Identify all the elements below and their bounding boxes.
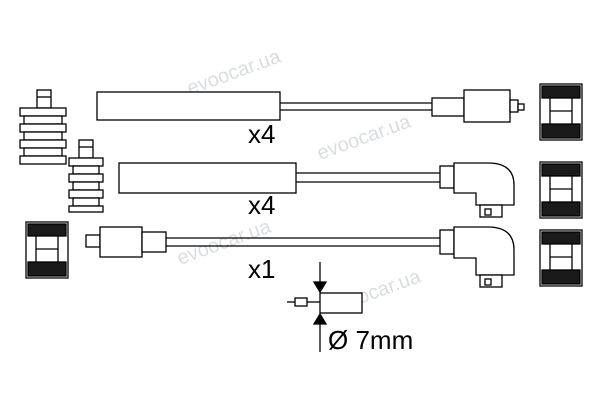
left-terminal-pin-1 <box>19 89 67 165</box>
qty-label-row-3: x1 <box>248 254 275 284</box>
qty-label-row-2: x4 <box>248 190 275 220</box>
diameter-label: Ø 7mm <box>328 325 413 355</box>
right-boot-socket-3 <box>539 229 583 287</box>
left-boot-socket <box>25 221 69 279</box>
cable-row-1 <box>96 89 525 123</box>
right-boot-socket-1 <box>539 83 583 141</box>
diameter-detail <box>287 262 363 352</box>
right-boot-socket-2 <box>539 161 583 219</box>
watermark-2: evoocar.ua <box>314 110 414 164</box>
left-terminal-pin-2 <box>68 139 104 213</box>
qty-label-row-1: x4 <box>248 119 275 149</box>
cable-row-2 <box>118 162 515 218</box>
cable-row-3 <box>85 226 515 288</box>
